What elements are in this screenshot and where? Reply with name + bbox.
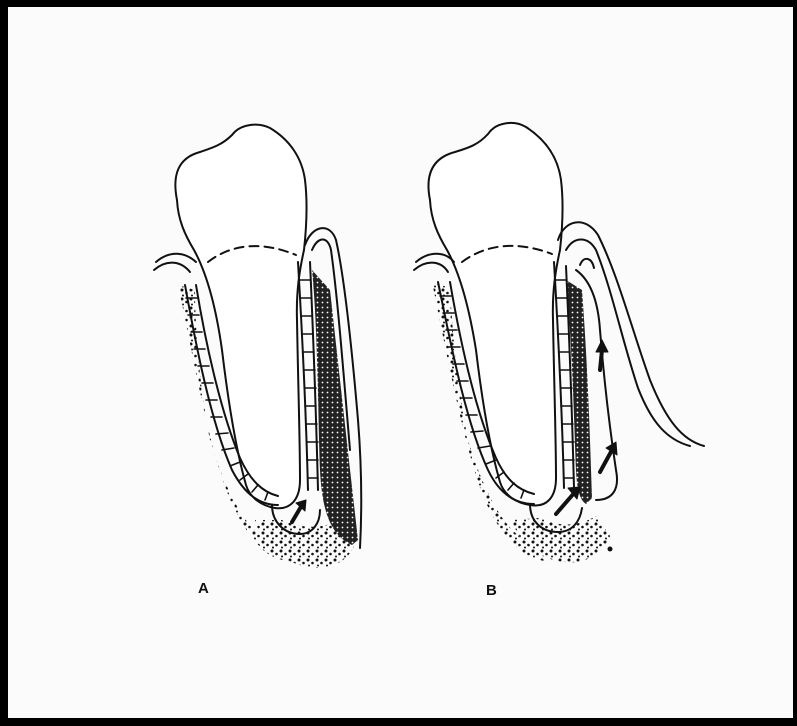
panel-a	[154, 125, 361, 568]
gingiva-left	[156, 254, 196, 262]
arrow-b-3	[600, 350, 602, 370]
bone-apex-b	[512, 516, 610, 562]
bone-right-dark	[312, 270, 358, 545]
arrow-b-2	[600, 450, 612, 472]
bone-right-dark-b	[566, 280, 592, 504]
panel-b	[414, 123, 704, 562]
panel-label-b: B	[486, 582, 498, 599]
arrow-b-1	[556, 492, 575, 514]
gingiva-left-2	[154, 263, 190, 272]
panel-label-a: A	[198, 580, 210, 597]
